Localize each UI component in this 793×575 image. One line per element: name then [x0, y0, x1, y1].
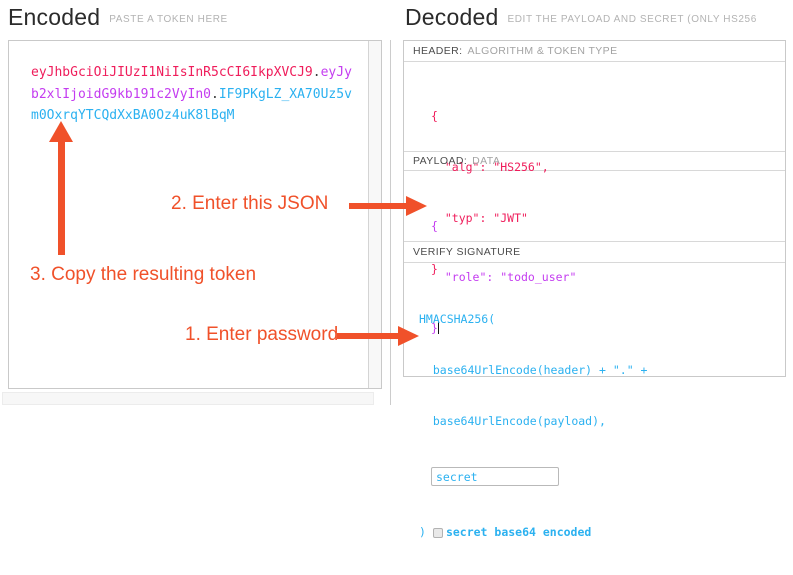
text-cursor — [437, 321, 439, 334]
token-dot-2: . — [211, 86, 219, 102]
header-section-label: HEADER: ALGORITHM & TOKEN TYPE — [404, 41, 785, 62]
token-dot-1: . — [312, 65, 321, 80]
header-json-line: } — [431, 262, 438, 276]
header-label-light: ALGORITHM & TOKEN TYPE — [467, 45, 618, 57]
encoded-panel-title: Encoded PASTE A TOKEN HERE — [8, 4, 228, 31]
closing-paren: ) — [419, 525, 426, 539]
encoded-token-textarea[interactable]: eyJhbGciOiJIUzI1NiIsInR5cCI6IkpXVCJ9.eyJ… — [8, 40, 382, 389]
base64-encoded-checkbox[interactable] — [432, 527, 443, 538]
base64-encoded-label[interactable]: secret base64 encoded — [445, 525, 592, 539]
annotation-step3: 3. Copy the resulting token — [30, 264, 257, 285]
encoded-subtitle: PASTE A TOKEN HERE — [109, 14, 228, 25]
arrow-up-icon — [49, 121, 73, 142]
payload-section-label: PAYLOAD: DATA — [404, 151, 785, 171]
decoded-card: HEADER: ALGORITHM & TOKEN TYPE { "alg": … — [403, 40, 786, 539]
header-json-line: { — [431, 109, 438, 123]
horizontal-scrollbar[interactable] — [2, 392, 374, 405]
header-label-strong: HEADER: — [413, 45, 463, 57]
payload-json-line: } — [431, 320, 785, 337]
secret-input[interactable] — [431, 467, 559, 486]
hmac-line: base64UrlEncode(header) + "." + — [419, 363, 648, 377]
column-divider — [390, 40, 391, 405]
encoded-title-text: Encoded — [8, 4, 101, 30]
jwt-debugger-page: Encoded PASTE A TOKEN HERE eyJhbGciOiJIUz… — [2, 4, 786, 539]
payload-json-editor[interactable]: { "role": "todo_user" } — [404, 171, 785, 335]
payload-label-strong: PAYLOAD: — [413, 155, 468, 167]
jwt-token-text[interactable]: eyJhbGciOiJIUzI1NiIsInR5cCI6IkpXVCJ9.eyJ… — [31, 62, 357, 127]
annotation-step1: 1. Enter password — [185, 324, 339, 345]
header-json-line: "typ": "JWT" — [431, 211, 528, 225]
vertical-scrollbar[interactable] — [368, 41, 381, 388]
arrow-right-icon — [398, 326, 419, 346]
decoded-title-text: Decoded — [405, 4, 499, 30]
token-payload-segment: eyJyb2xlIjoidG9kb191c2VyIn0 — [31, 65, 352, 102]
arrow-right-shaft — [337, 333, 399, 339]
token-signature-segment: IF9PKgLZ_XA70Uz5vm0OxrqYTCQdXxBA0Oz4uK8l… — [31, 86, 352, 124]
annotation-step2: 2. Enter this JSON — [171, 193, 329, 214]
arrow-right-icon — [406, 196, 427, 216]
hmac-line: base64UrlEncode(payload), — [419, 414, 606, 428]
arrow-up-shaft — [58, 141, 65, 255]
payload-label-light: DATA — [472, 155, 501, 167]
payload-json-line: { — [431, 219, 438, 233]
token-header-segment: eyJhbGciOiJIUzI1NiIsInR5cCI6IkpXVCJ9 — [31, 65, 313, 80]
base64-encoded-row: ) secret base64 encoded — [419, 524, 785, 541]
hmac-line: HMACSHA256( — [419, 312, 496, 326]
payload-json-line: "role": "todo_user" — [431, 270, 577, 284]
arrow-right-shaft — [349, 203, 407, 209]
payload-close-brace: } — [431, 321, 438, 335]
header-json-line: "alg": "HS256", — [431, 160, 549, 174]
verify-signature-section-label: VERIFY SIGNATURE — [404, 241, 785, 263]
verify-label: VERIFY SIGNATURE — [413, 246, 521, 258]
header-json-editor[interactable]: { "alg": "HS256", "typ": "JWT" } — [404, 62, 785, 276]
